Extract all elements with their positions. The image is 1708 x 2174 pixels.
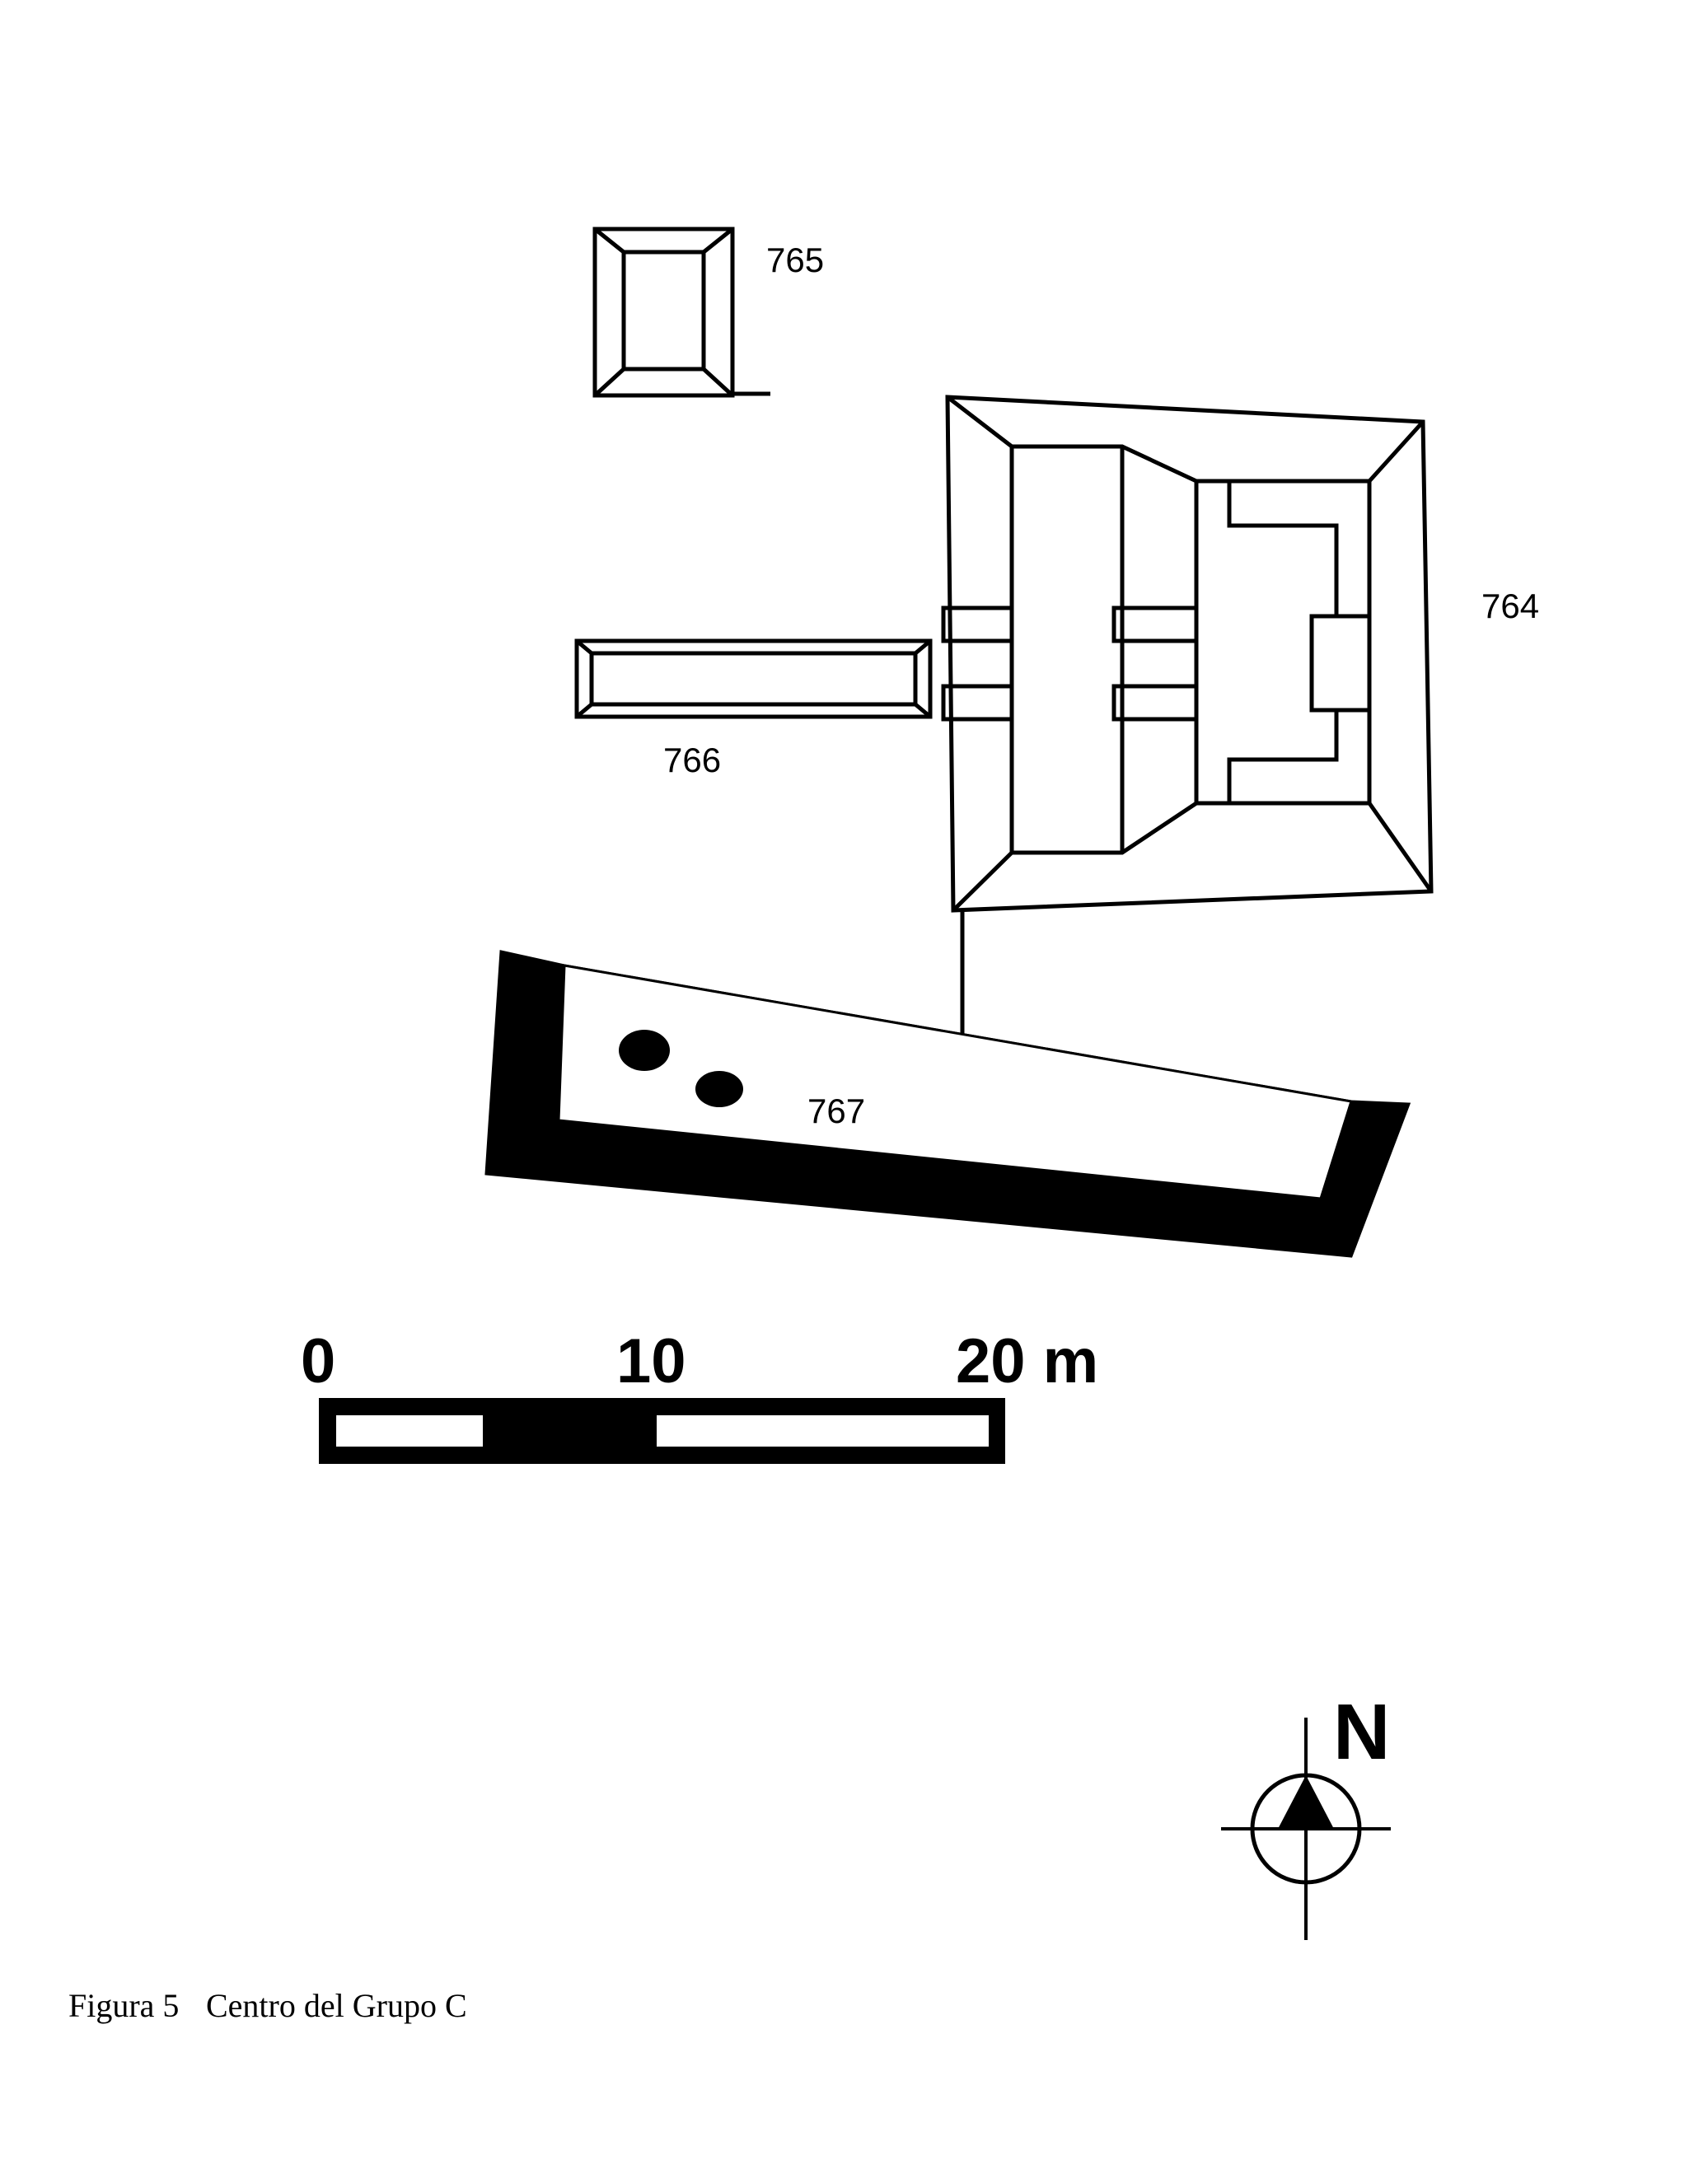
scale-bar [319,1398,1005,1464]
label-767: 767 [807,1092,865,1130]
label-764: 764 [1481,587,1539,625]
pit-2 [695,1071,743,1107]
north-label: N [1333,1688,1390,1776]
scale-tick-10: 10 [616,1326,686,1396]
structure-764 [941,395,1434,1034]
label-766: 766 [663,741,721,779]
north-arrow-icon [1221,1718,1391,1940]
scale-tick-20: 20 m [956,1326,1098,1396]
structure-766 [574,638,933,719]
caption-title: Centro del Grupo C [206,1987,467,2024]
structure-765 [592,227,770,398]
figure-caption: Figura 5 Centro del Grupo C [68,1987,467,2024]
structure-767 [484,950,1411,1258]
label-765: 765 [766,241,824,279]
caption-figure-number: Figura 5 [68,1987,179,2024]
scale-tick-0: 0 [301,1326,335,1396]
pit-1 [619,1030,670,1071]
